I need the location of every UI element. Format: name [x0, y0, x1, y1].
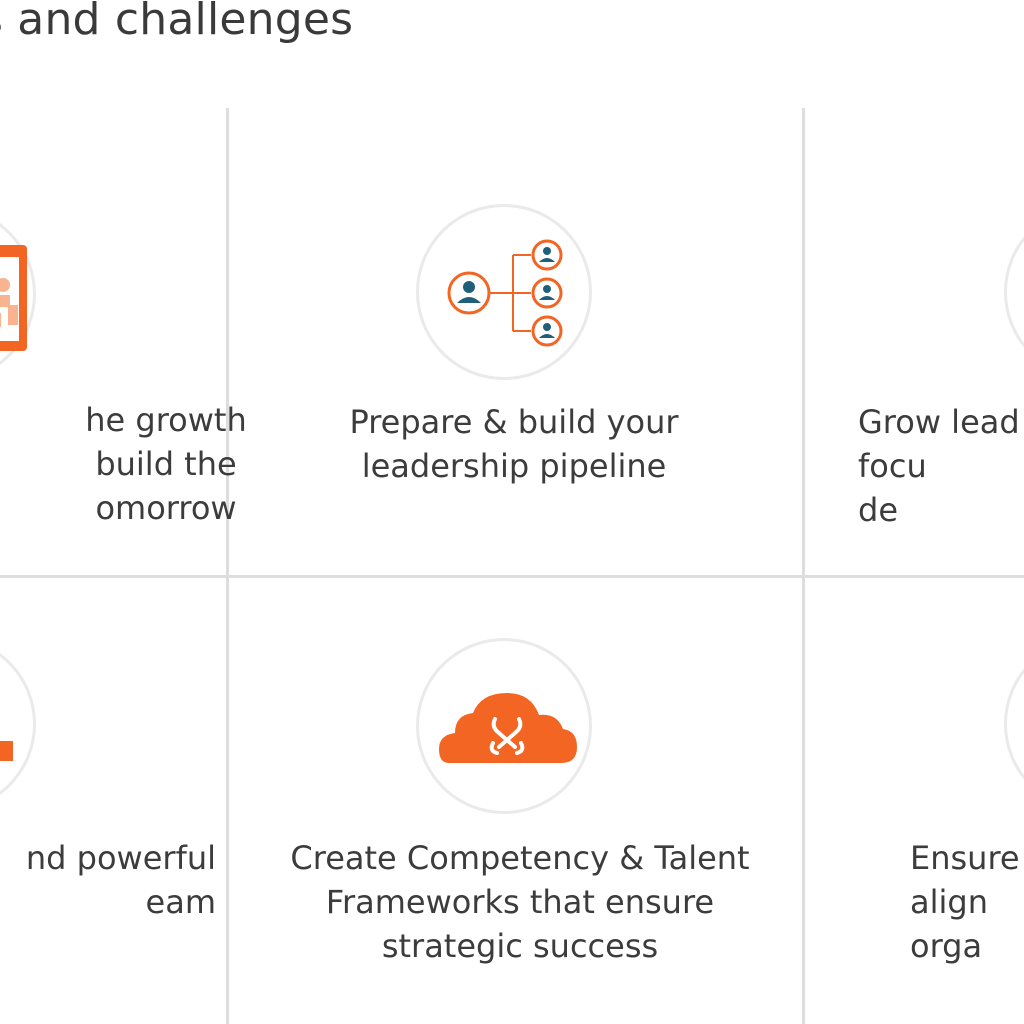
leader-growth-icon: [0, 206, 36, 382]
cloud-framework-icon: [416, 638, 592, 814]
card-growth-text: he growth build the omorrow: [85, 401, 247, 527]
card-grow-leaders-text: Grow lead focu de: [858, 403, 1020, 529]
grid-divider-left: [226, 108, 229, 1024]
card-alignment-text: Ensure align orga: [910, 839, 1020, 965]
powerful-team-icon: [0, 636, 36, 812]
card-pipeline-text: Prepare & build your leadership pipeline: [349, 403, 679, 485]
grid-divider-right: [802, 108, 805, 1024]
card-team-text: nd powerful eam: [25, 839, 216, 921]
grow-leaders-icon: [1004, 204, 1024, 380]
alignment-icon: [1004, 636, 1024, 812]
grid-divider-middle: [0, 575, 1024, 578]
section-heading: s and challenges: [0, 0, 354, 45]
leadership-pipeline-icon: [416, 204, 592, 380]
card-frameworks-text: Create Competency & Talent Frameworks th…: [290, 839, 750, 965]
